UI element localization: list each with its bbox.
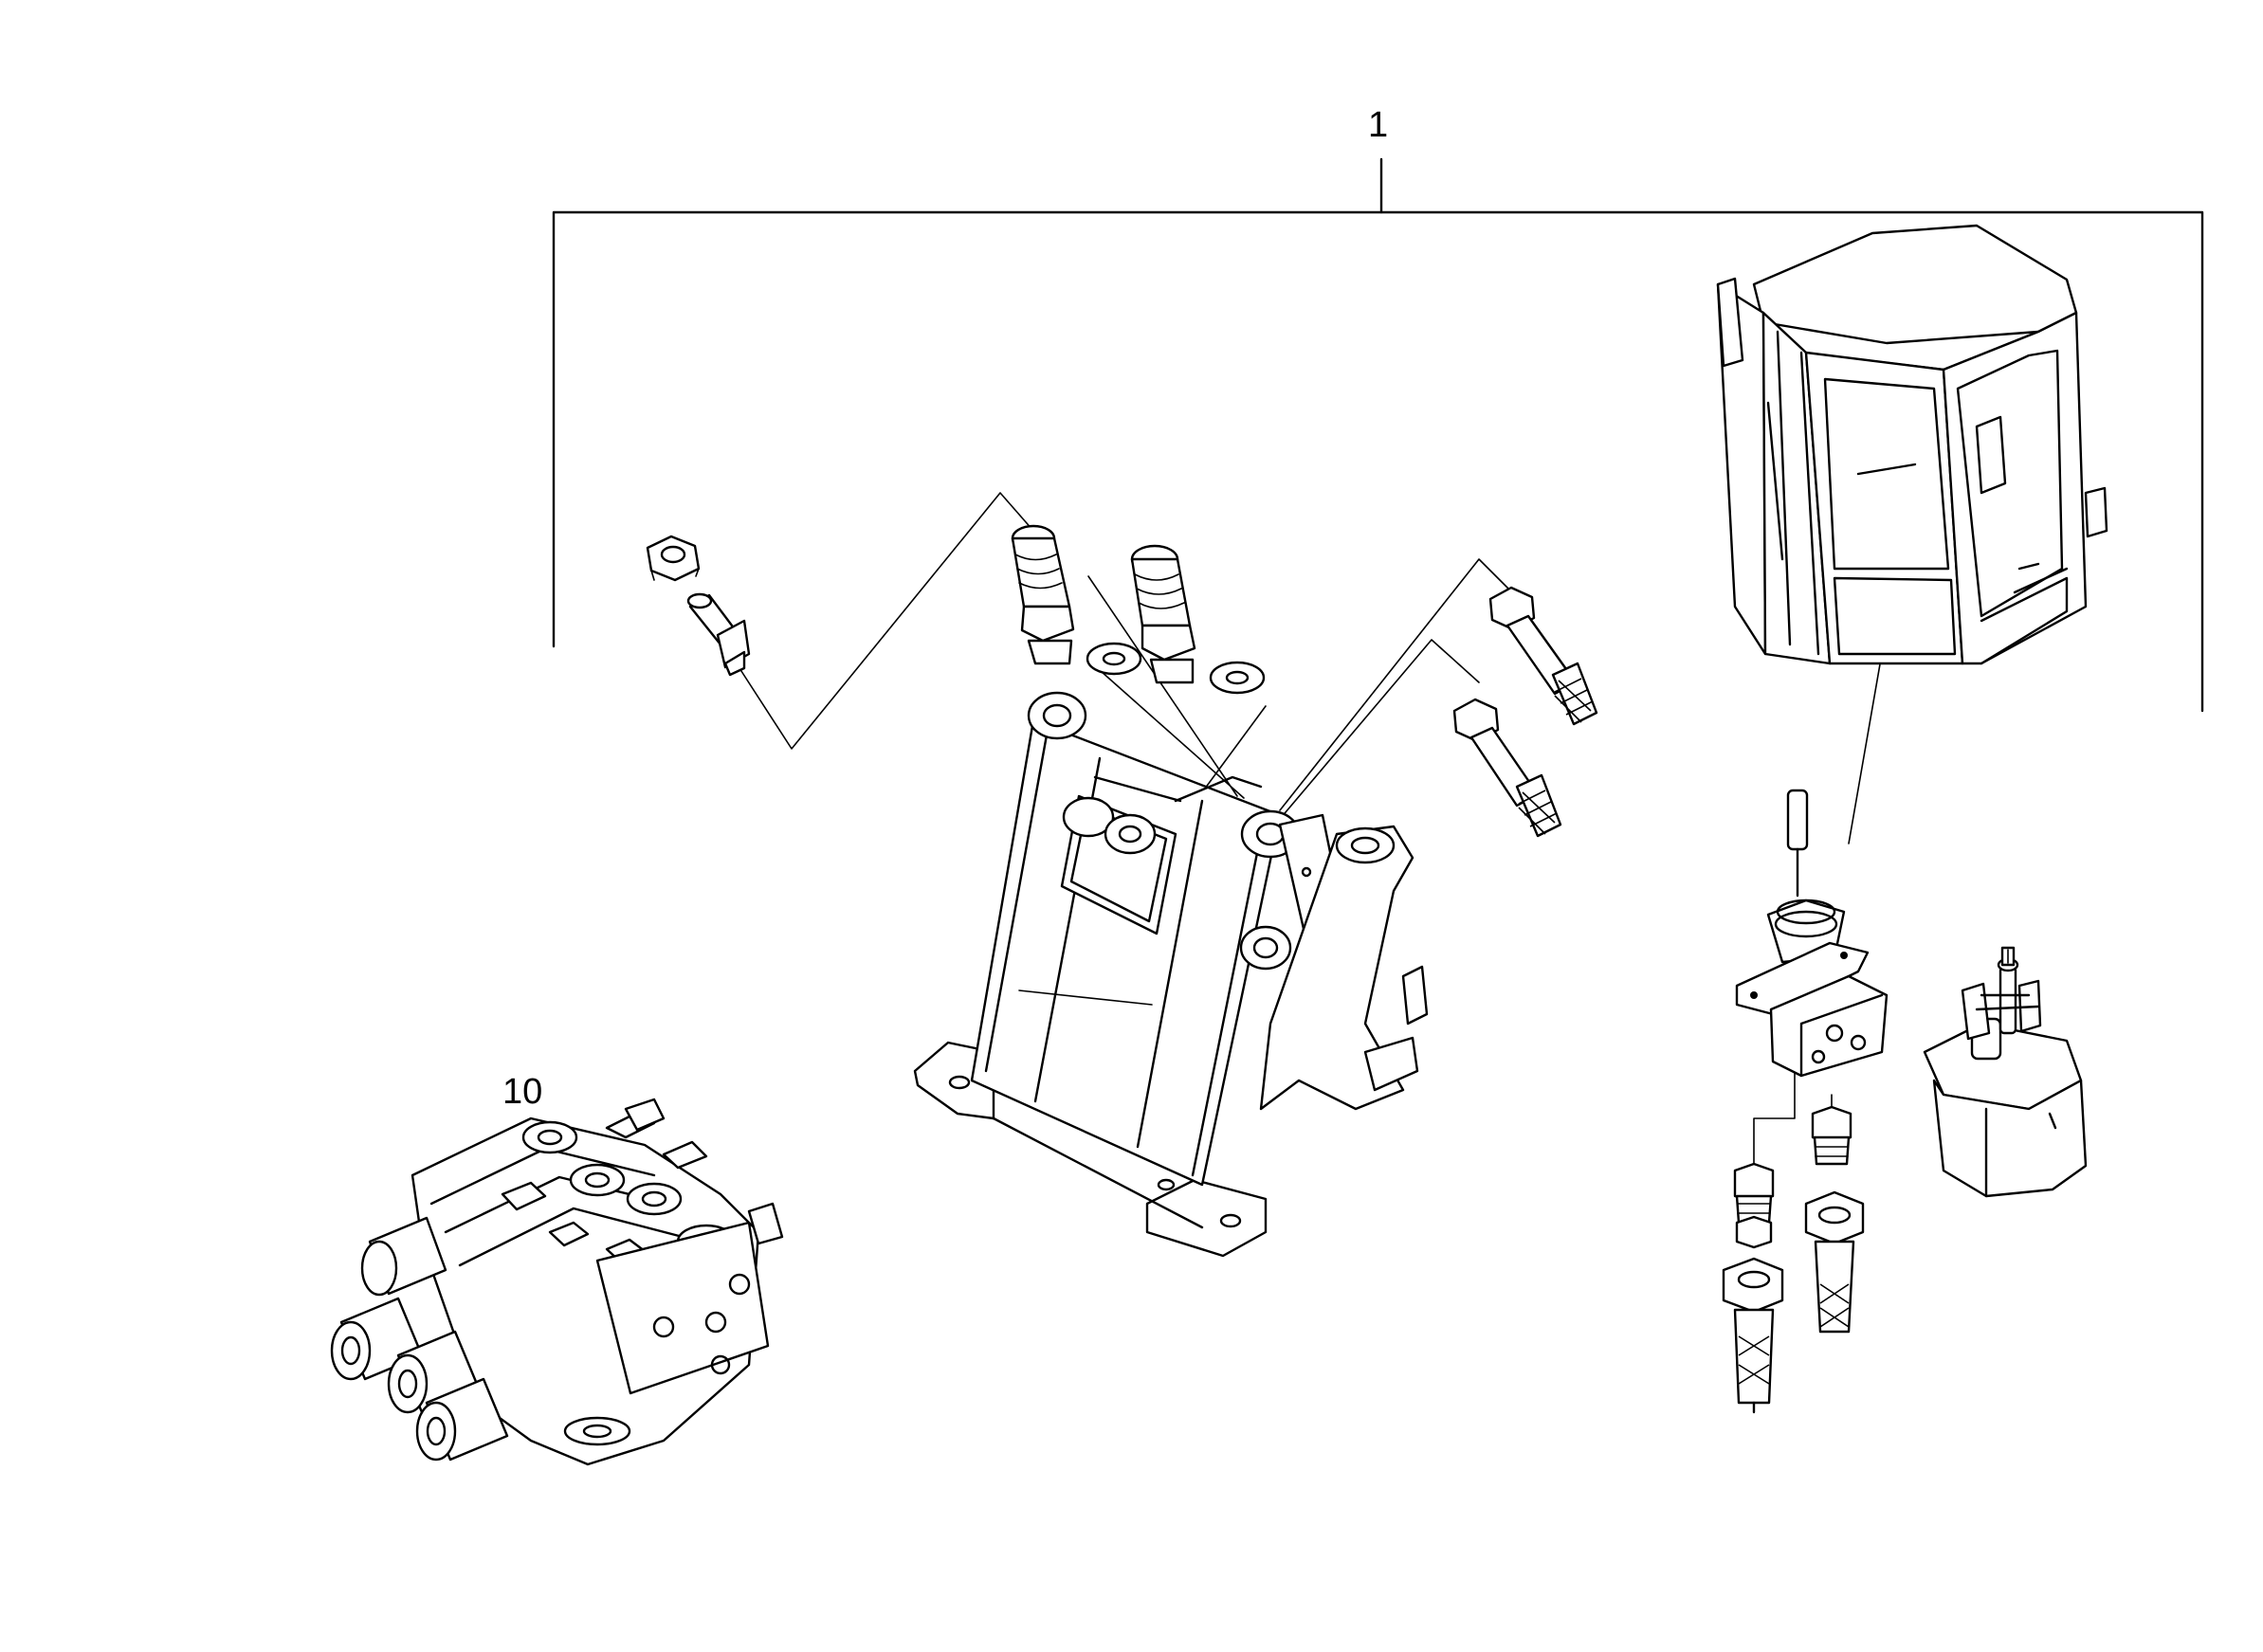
- callout-10: 10: [502, 1072, 542, 1112]
- control-valve: [330, 1098, 784, 1466]
- adapter-fitting-left: [1733, 1162, 1775, 1249]
- hose-end-lower: [1452, 698, 1562, 838]
- callout-1: 1: [1368, 105, 1388, 145]
- hex-nut: [646, 535, 701, 582]
- hose-assembly-left: [1722, 1257, 1784, 1414]
- front-frame: [913, 691, 1429, 1258]
- hose-assembly-right: [1804, 1190, 1865, 1334]
- hydraulic-pump: [1923, 946, 2088, 1198]
- pilot-joystick: [1735, 789, 1889, 1078]
- stud-bolt: [686, 592, 751, 677]
- hose-end-upper: [1488, 586, 1598, 726]
- adapter-fitting-right: [1811, 1105, 1852, 1166]
- quick-coupler-left: [1011, 524, 1142, 676]
- quick-coupler-right: [1130, 544, 1266, 695]
- assembly-bracket: [552, 157, 2204, 713]
- operator-cab: [1716, 224, 2108, 665]
